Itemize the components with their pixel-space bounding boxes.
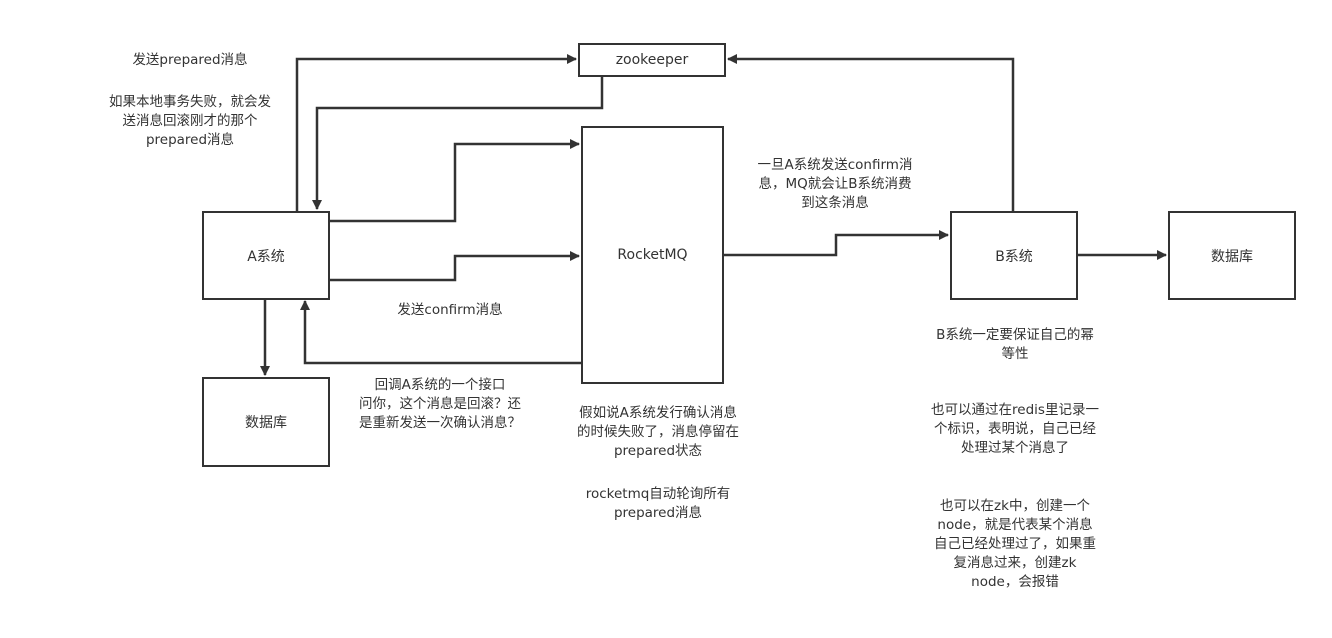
note-zk-node: 也可以在zk中，创建一个 node，就是代表某个消息 自己已经处理过了，如果重 … bbox=[910, 497, 1120, 592]
note-line: rocketmq自动轮询所有 bbox=[585, 486, 731, 502]
note-line: 如果本地事务失败，就会发 bbox=[109, 94, 271, 110]
node-rocketmq: RocketMQ bbox=[581, 126, 724, 384]
edge-b-to-zookeeper bbox=[727, 54, 1015, 211]
note-line: 到这条消息 bbox=[801, 195, 869, 211]
note-consume: 一旦A系统发送confirm消 息，MQ就会让B系统消费 到这条消息 bbox=[735, 156, 935, 213]
node-b-database-label: 数据库 bbox=[1211, 248, 1253, 265]
note-line: prepared消息 bbox=[145, 132, 235, 148]
node-b-system-label: B系统 bbox=[995, 248, 1033, 265]
note-line: 自己已经处理过了，如果重 bbox=[934, 536, 1096, 552]
node-zookeeper-label: zookeeper bbox=[615, 52, 689, 68]
note-send-prepared: 发送prepared消息 bbox=[95, 51, 285, 70]
edge-a-to-rocketmq-confirm bbox=[329, 251, 580, 282]
note-line: 发送prepared消息 bbox=[132, 52, 248, 68]
edge-rocketmq-callback-to-a bbox=[300, 300, 581, 365]
note-line: 也可以在zk中，创建一个 bbox=[940, 498, 1090, 514]
node-b-database: 数据库 bbox=[1168, 211, 1296, 300]
node-zookeeper: zookeeper bbox=[578, 43, 726, 77]
note-line: 回调A系统的一个接口 bbox=[374, 377, 506, 393]
note-redis: 也可以通过在redis里记录一 个标识，表明说，自己已经 处理过某个消息了 bbox=[905, 401, 1125, 458]
note-callback: 回调A系统的一个接口 问你，这个消息是回滚？还 是重新发送一次确认消息？ bbox=[335, 376, 545, 433]
note-rollback: 如果本地事务失败，就会发 送消息回滚刚才的那个 prepared消息 bbox=[95, 93, 285, 150]
note-line: prepared状态 bbox=[613, 443, 703, 459]
note-polling: rocketmq自动轮询所有 prepared消息 bbox=[548, 485, 768, 523]
note-line: 是重新发送一次确认消息？ bbox=[359, 415, 521, 431]
node-a-system: A系统 bbox=[202, 211, 330, 300]
edge-a-to-zookeeper bbox=[295, 54, 577, 211]
note-line: 复消息过来，创建zk bbox=[953, 555, 1077, 571]
note-line: 假如说A系统发行确认消息 bbox=[579, 405, 737, 421]
node-a-database-label: 数据库 bbox=[245, 415, 287, 431]
note-line: prepared消息 bbox=[613, 505, 703, 521]
note-idempotent: B系统一定要保证自己的幂 等性 bbox=[905, 326, 1125, 364]
node-b-system: B系统 bbox=[950, 211, 1078, 300]
note-send-confirm: 发送confirm消息 bbox=[360, 301, 540, 320]
note-line: 一旦A系统发送confirm消 bbox=[757, 157, 913, 173]
edge-a-to-rocketmq-prepared bbox=[329, 139, 580, 223]
note-line: 送消息回滚刚才的那个 bbox=[122, 113, 258, 129]
note-confirm-fail: 假如说A系统发行确认消息 的时候失败了，消息停留在 prepared状态 bbox=[548, 404, 768, 461]
edge-rocketmq-to-b bbox=[723, 230, 949, 257]
note-line: 的时候失败了，消息停留在 bbox=[577, 424, 739, 440]
note-line: 处理过某个消息了 bbox=[961, 440, 1069, 456]
node-a-system-label: A系统 bbox=[247, 248, 285, 265]
note-line: 个标识，表明说，自己已经 bbox=[934, 421, 1096, 437]
note-line: B系统一定要保证自己的幂 bbox=[936, 327, 1094, 343]
note-line: node，会报错 bbox=[971, 574, 1059, 590]
node-a-database: 数据库 bbox=[202, 377, 330, 467]
node-rocketmq-label: RocketMQ bbox=[617, 247, 688, 263]
note-line: 也可以通过在redis里记录一 bbox=[931, 402, 1099, 418]
edge-zookeeper-to-a bbox=[312, 76, 604, 210]
note-line: 问你，这个消息是回滚？还 bbox=[359, 396, 521, 412]
note-line: 息，MQ就会让B系统消费 bbox=[758, 176, 912, 192]
note-line: 等性 bbox=[1001, 346, 1029, 362]
note-line: node，就是代表某个消息 bbox=[937, 517, 1093, 533]
note-line: 发送confirm消息 bbox=[397, 302, 503, 318]
